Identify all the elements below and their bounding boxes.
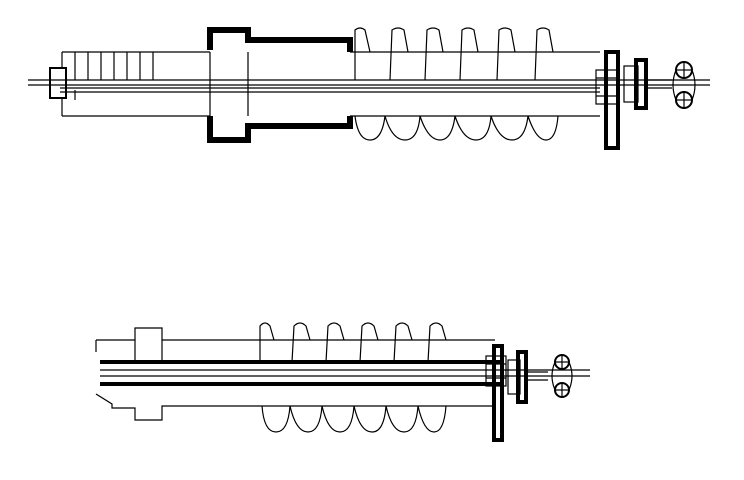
top-upper-sheds (354, 27, 554, 81)
bottom-terminal-connector (551, 354, 573, 398)
top-right-flange (595, 50, 620, 150)
bottom-upper-sheds (259, 322, 495, 363)
top-left-sheds (61, 51, 210, 117)
bottom-lower-sheds (260, 405, 495, 433)
top-flange-housing (207, 27, 353, 143)
top-left-terminal (49, 67, 67, 99)
bottom-terminal-plate (507, 350, 548, 404)
top-lower-sheds (354, 115, 559, 141)
top-bushing (28, 27, 710, 150)
top-terminal-connector (672, 61, 696, 109)
bottom-right-flange (485, 344, 507, 442)
bottom-left-housing (95, 327, 260, 421)
top-terminal-plate (623, 58, 672, 110)
bottom-bushing (95, 322, 590, 442)
top-porcelain-body (350, 51, 600, 117)
